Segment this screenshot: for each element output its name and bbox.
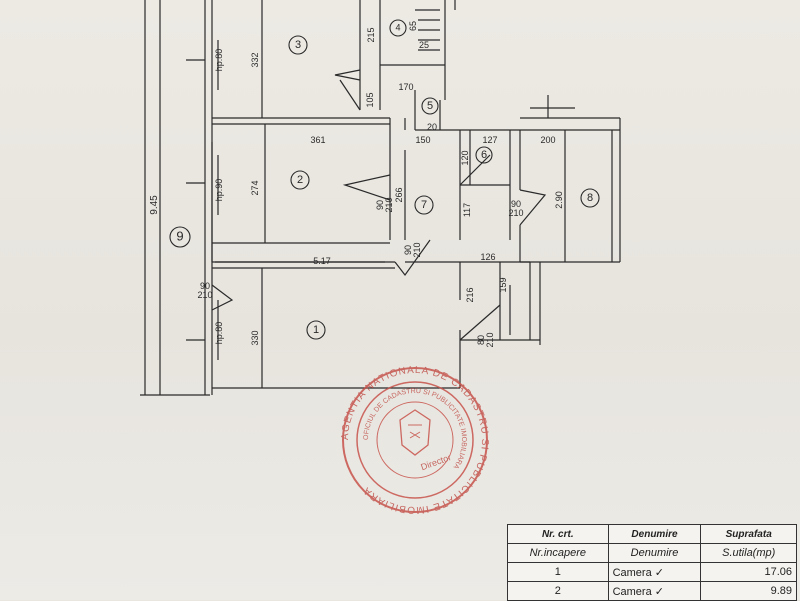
coat-of-arms-icon [399,409,431,456]
window-hp80-top: hp.80 [214,49,224,72]
dim-330: 330 [250,330,260,345]
room-7-label: 7 [421,199,427,211]
door-90-room1: 90 [403,245,413,255]
header-suprafata: Suprafata [700,524,797,544]
door-210-room8: 210 [508,208,523,218]
subheader-denumire: Denumire [607,543,702,563]
room-6-label: 6 [481,149,487,161]
dim-945: 9.45 [149,195,160,215]
dim-200: 200 [540,135,555,145]
table-row: 1 Camera ✓ 17.06 [507,562,797,582]
room-4-marker [389,19,407,37]
dim-117: 117 [462,203,472,217]
dim-274: 274 [250,180,260,195]
dim-517: 5.17 [313,256,331,266]
door-90-room8: 90 [511,199,521,209]
cell-area: 17.06 [700,562,797,582]
room-2-label: 2 [297,174,303,186]
dim-127: 127 [482,135,497,145]
door-80-bath: 80 [476,335,486,345]
dim-266: 266 [394,187,404,202]
room-schedule-table: Nr. crt. Denumire Suprafata Nr.incapere … [507,524,797,601]
door-90-room2: 90 [375,200,385,210]
dim-65: 65 [408,21,418,31]
table-subheader-row: Nr.incapere Denumire S.utila(mp) [507,543,797,563]
room-9-marker [169,226,191,248]
room-3-label: 3 [295,39,301,51]
dim-20: 20 [427,122,437,132]
subheader-nr: Nr.incapere [507,543,609,563]
door-210-room1: 210 [412,242,422,257]
room-1-label: 1 [313,324,319,336]
dim-332: 332 [250,52,260,67]
dim-216: 216 [465,287,475,302]
room-7-marker [414,195,434,215]
table-row: 2 Camera ✓ 9.89 [507,581,797,601]
dim-126: 126 [480,252,495,262]
dim-159: 159 [498,277,508,292]
room-3-marker [288,35,308,55]
cell-nr: 1 [507,562,609,582]
dim-361: 361 [310,135,325,145]
room-4-label: 4 [395,22,400,32]
door-210-bath: 210 [485,332,495,347]
check-icon: ✓ [654,566,664,579]
cell-nr: 2 [507,581,609,601]
cell-area: 9.89 [700,581,797,601]
room-9-label: 9 [176,228,183,243]
room-2-marker [290,170,310,190]
door-90-label: 90 [200,281,210,291]
room-8-label: 8 [587,192,593,204]
header-denumire: Denumire [607,524,702,544]
dim-215: 215 [366,27,376,42]
room-6-marker [475,146,493,164]
cell-denumire: Camera ✓ [607,562,702,582]
cell-denumire: Camera ✓ [607,581,702,601]
room-5-label: 5 [427,100,433,112]
table-header-row: Nr. crt. Denumire Suprafata [507,524,797,544]
window-hp90: hp.90 [214,179,224,202]
dim-170: 170 [398,82,413,92]
dim-290: 2.90 [554,191,564,209]
subheader-suprafata: S.utila(mp) [700,543,797,563]
door-210-room2: 210 [384,197,394,212]
stamp-director-text: Director [419,452,452,472]
window-hp80-bottom: hp.80 [214,322,224,345]
header-nr: Nr. crt. [507,524,609,544]
room-5-marker [421,97,439,115]
door-210-label: 210 [197,290,212,300]
room-8-marker [580,188,600,208]
check-icon: ✓ [654,585,664,598]
dim-150: 150 [415,135,430,145]
room-1-marker [306,320,326,340]
dim-25: 25 [419,40,429,50]
dim-120: 120 [460,150,470,165]
dim-105: 105 [365,92,375,107]
